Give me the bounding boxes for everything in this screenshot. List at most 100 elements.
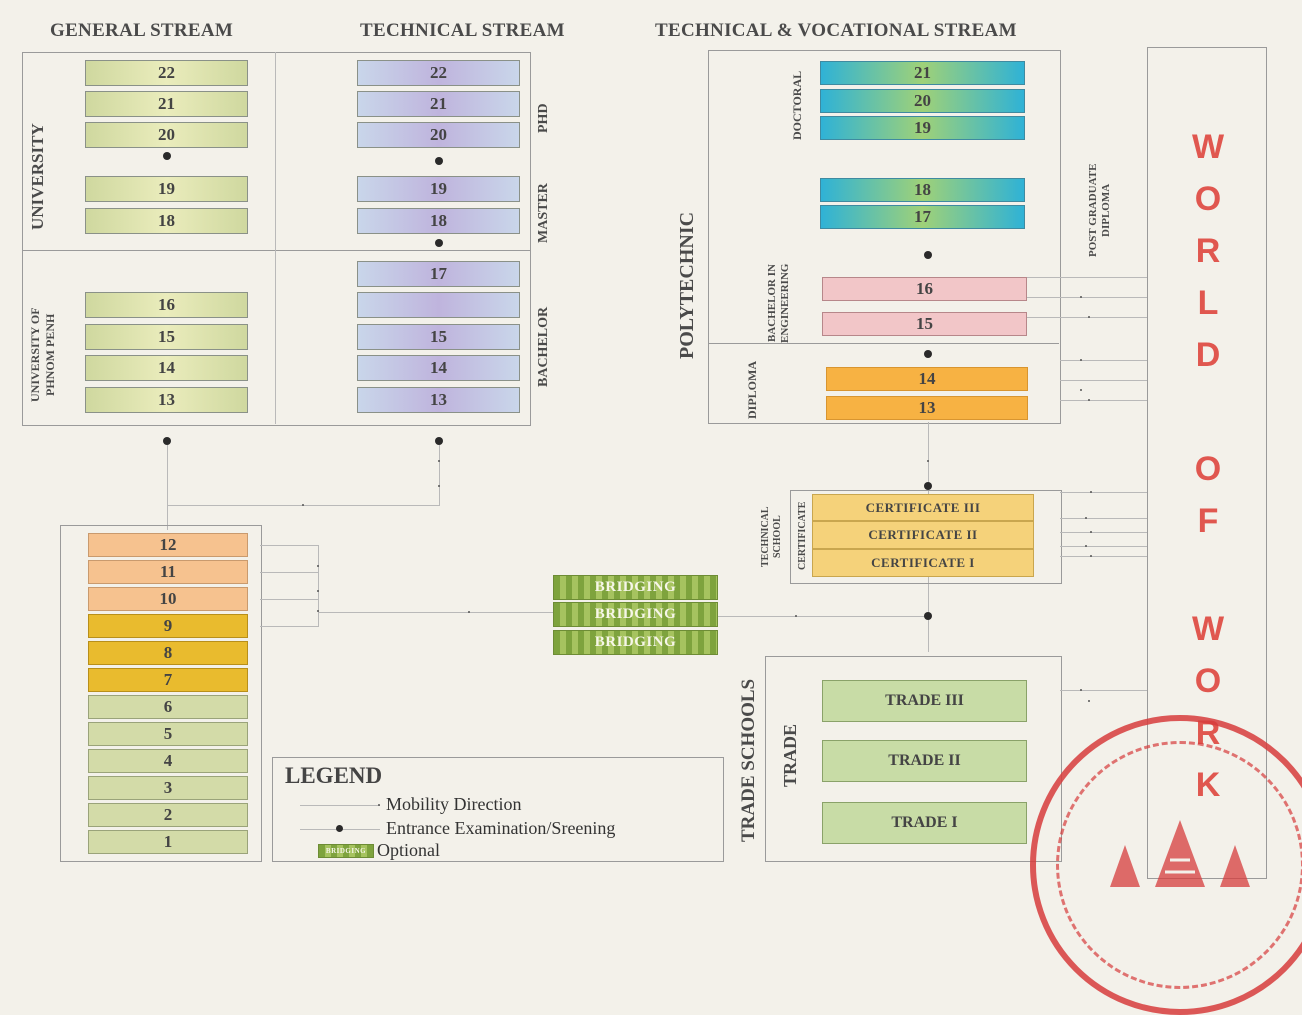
general-grade-21: 21 [85,91,248,117]
polytechnic-grade-15: 15 [822,312,1027,336]
trade-schools-panel [765,656,1062,862]
mobility-line [1060,690,1147,691]
general-grade-15: 15 [85,324,248,350]
bachelor-label: BACHELOR [536,306,551,388]
polytechnic-grade-14: 14 [826,367,1028,391]
certificate-i: CERTIFICATE I [812,549,1034,577]
school-grade-2: 2 [88,803,248,827]
mobility-line [439,445,440,505]
mobility-dot [438,485,440,487]
mobility-line [1060,546,1147,547]
technical-grade-13: 13 [357,387,520,413]
mobility-dot [317,590,319,592]
exam-dot [163,152,171,160]
mobility-dot [468,611,470,613]
wow-letter: O [1194,662,1222,700]
mobility-line [318,545,319,627]
legend-mobility-line [300,805,380,806]
mobility-line [1060,518,1147,519]
certificate-label: CERTIFICATE [797,501,808,571]
temple-seal-icon [1110,820,1250,887]
column-divider [275,52,276,424]
mobility-line [1060,380,1147,381]
phd-label: PHD [536,103,551,133]
polytechnic-grade-21: 21 [820,61,1025,85]
exam-dot [435,437,443,445]
exam-dot [435,239,443,247]
technical-grade-21: 21 [357,91,520,117]
general-grade-13: 13 [85,387,248,413]
polytechnic-label: POLYTECHNIC [676,211,698,359]
general-grade-14: 14 [85,355,248,381]
wow-letter: O [1194,180,1222,218]
bridging-box: BRIDGING [553,602,718,627]
mobility-dot [1080,389,1082,391]
exam-dot [435,157,443,165]
certificate-iii: CERTIFICATE III [812,494,1034,521]
ts-line2: SCHOOL [772,515,783,559]
mobility-line [260,572,318,573]
polytechnic-panel [708,50,1061,424]
wow-letter: W [1191,128,1225,166]
mobility-dot [1088,316,1090,318]
exam-dot [924,350,932,358]
legend-exam-dot [336,825,343,832]
mobility-dot [795,615,797,617]
mobility-dot [1080,689,1082,691]
mobility-line [718,616,930,617]
mobility-line [1060,532,1147,533]
technical-grade-17: 17 [357,261,520,287]
technical-grade-19: 19 [357,176,520,202]
mobility-dot [1090,491,1092,493]
school-grade-8: 8 [88,641,248,665]
general-grade-22: 22 [85,60,248,86]
mobility-dot [317,565,319,567]
school-grade-12: 12 [88,533,248,557]
mobility-line [1027,277,1147,278]
mobility-dot [927,460,929,462]
tvet-stream-header: TECHNICAL & VOCATIONAL STREAM [655,20,1017,41]
university-panel [22,52,531,426]
school-grade-6: 6 [88,695,248,719]
mobility-dot [1080,296,1082,298]
mobility-line [318,612,553,613]
mobility-dot [1080,359,1082,361]
upp-label-line1: UNIVERSITY OF [28,307,42,403]
mobility-dot [1088,399,1090,401]
mobility-dot [438,460,440,462]
legend-optional-text: Optional [377,840,440,860]
trade-schools-label: TRADE SCHOOLS [738,678,759,842]
diploma-label: DIPLOMA [745,361,759,419]
mobility-dot [1090,555,1092,557]
mobility-line [1060,400,1147,401]
technical-grade-18: 18 [357,208,520,234]
polytechnic-grade-19: 19 [820,116,1025,140]
mobility-line [260,599,318,600]
trade-label: TRADE [780,723,800,787]
mobility-line [1027,317,1147,318]
wow-letter: O [1194,450,1222,488]
mobility-dot [1085,517,1087,519]
certificate-ii: CERTIFICATE II [812,521,1034,549]
bridging-box: BRIDGING [553,575,718,600]
bridging-box: BRIDGING [553,630,718,655]
mobility-dot [1085,545,1087,547]
university-label: UNIVERSITY [28,123,47,231]
exam-dot [924,482,932,490]
mobility-line [167,445,168,530]
mobility-dot [302,504,304,506]
technical-grade-22: 22 [357,60,520,86]
trade-ii: TRADE II [822,740,1027,782]
wow-letter: L [1197,284,1219,322]
school-grade-11: 11 [88,560,248,584]
mobility-line [260,626,318,627]
trade-i: TRADE I [822,802,1027,844]
polytechnic-grade-13: 13 [826,396,1028,420]
school-grade-7: 7 [88,668,248,692]
ts-line1: TECHNICAL [760,506,771,568]
wow-letter: F [1197,502,1219,540]
school-grade-5: 5 [88,722,248,746]
polytechnic-grade-16: 16 [822,277,1027,301]
